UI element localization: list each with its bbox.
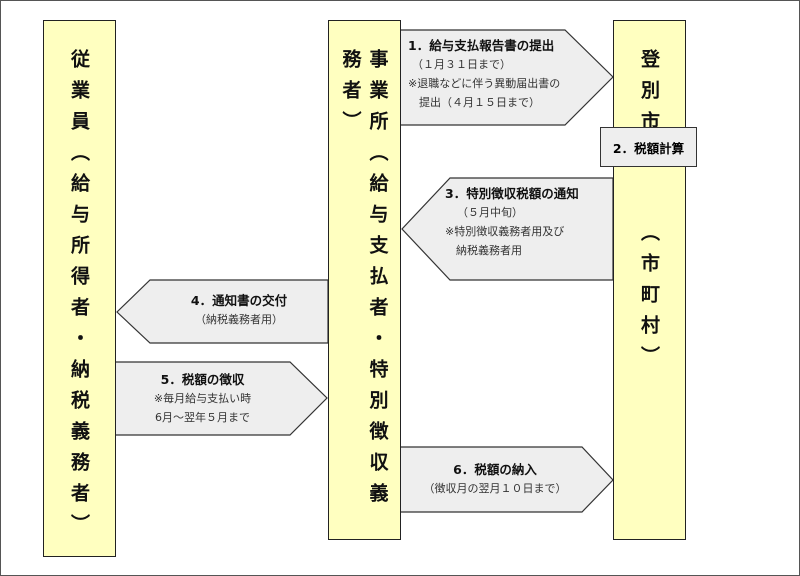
step-2-box: 2．税額計算 (600, 127, 697, 167)
step-4-title: 4．通知書の交付 (190, 293, 288, 308)
party-employee: 従業員（給与所得者・納税義務者） (43, 20, 116, 557)
party-city-name: 登別市 (638, 49, 660, 142)
party-employer: 事業所（給与支払者・特別徴収義務者） (328, 20, 401, 540)
step-1-line: ※退職などに伴う異動届出書の (408, 77, 561, 90)
party-employee-label: 従業員（給与所得者・納税義務者） (68, 49, 90, 545)
step-3-line: 納税義務者用 (445, 244, 522, 257)
step-5-line: ※毎月給与支払い時 (153, 392, 252, 405)
step-5-label: 5．税額の徴収 ※毎月給与支払い時 6月～翌年５月まで (115, 370, 290, 427)
step-3-line: ※特別徴収義務者用及び (445, 225, 565, 238)
step-1-title: 1．給与支払報告書の提出 (408, 38, 555, 53)
step-1-line: 提出（４月１５日まで） (408, 96, 540, 109)
step-4-label: 4．通知書の交付 （納税義務者用） (150, 291, 328, 329)
step-6-label: 6．税額の納入 （徴収月の翌月１０日まで） (400, 460, 590, 498)
party-city: 登別市 （市町村） (613, 20, 686, 540)
step-2-title: 2．税額計算 (612, 140, 685, 156)
step-1-label: 1．給与支払報告書の提出 （１月３１日まで） ※退職などに伴う異動届出書の 提出… (408, 36, 560, 112)
step-3-line: （５月中旬） (457, 206, 523, 219)
step-6-title: 6．税額の納入 (453, 462, 537, 477)
step-5-line: 6月～翌年５月まで (155, 411, 250, 424)
step-3-label: 3．特別徴収税額の通知 （５月中旬） ※特別徴収義務者用及び 納税義務者用 (445, 184, 579, 260)
step-4-line: （納税義務者用） (195, 313, 283, 326)
step-6-line: （徴収月の翌月１０日まで） (423, 482, 567, 495)
party-city-sub: （市町村） (638, 222, 660, 377)
step-5-title: 5．税額の徴収 (160, 372, 245, 387)
step-1-line: （１月３１日まで） (412, 58, 511, 71)
party-employer-label: 事業所（給与支払者・特別徴収義務者） (339, 49, 389, 514)
step-3-title: 3．特別徴収税額の通知 (445, 186, 579, 201)
